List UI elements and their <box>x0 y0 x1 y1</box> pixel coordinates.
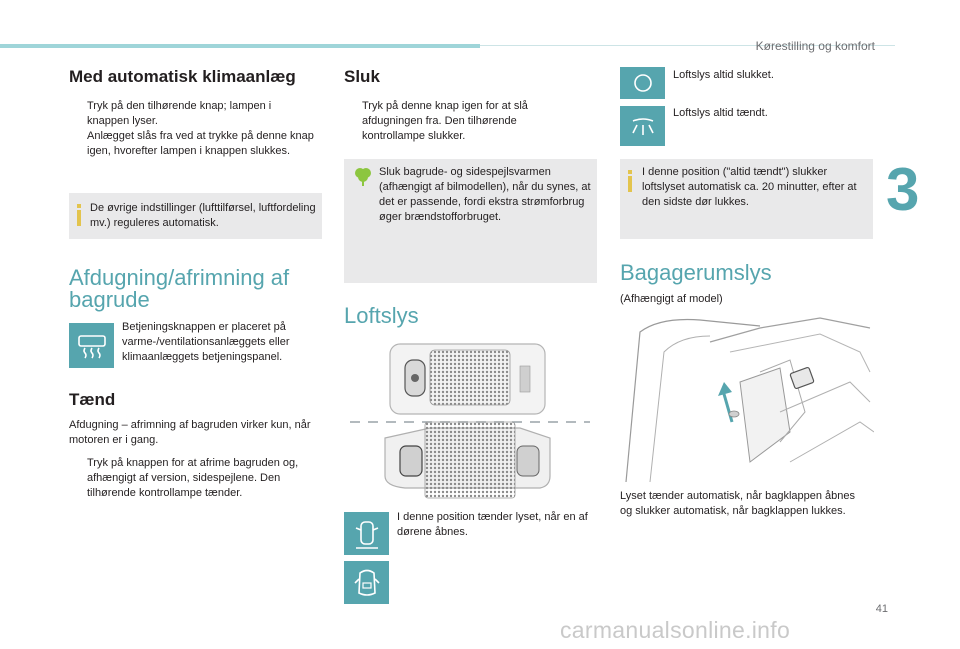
header-rule <box>480 45 895 46</box>
eco-info-box: Sluk bagrude- og sidespejlsvarmen (afhæn… <box>344 159 597 283</box>
info-icon <box>77 204 81 226</box>
list-item: Tryk på denne knap igen for at slå afdug… <box>362 100 528 142</box>
heading-ceiling-light: Loftslys <box>344 303 419 328</box>
heading-on: Tænd <box>69 390 116 409</box>
info-box: I denne position ("altid tændt") slukker… <box>620 159 873 239</box>
eco-leaf-icon <box>355 168 371 186</box>
info-box: De øvrige indstillinger (lufttilførsel, … <box>69 193 322 239</box>
light-on-icon <box>620 106 665 146</box>
light-off-text: Loftslys altid slukket. <box>673 69 774 81</box>
car-doors-icon <box>344 561 389 604</box>
boot-light-subtitle: (Afhængigt af model) <box>620 293 723 305</box>
chapter-number: 3 <box>886 156 920 223</box>
heading-automatic-climate: Med automatisk klimaanlæg <box>69 67 296 86</box>
list-item: Tryk på den tilhørende knap; lampen i kn… <box>87 100 272 127</box>
rear-defrost-icon <box>69 323 114 368</box>
eco-info-text: Sluk bagrude- og sidespejlsvarmen (afhæn… <box>379 166 591 223</box>
light-on-text: Loftslys altid tændt. <box>673 107 768 119</box>
watermark: carmanualsonline.info <box>560 617 791 643</box>
page-number: 41 <box>875 603 888 615</box>
info-icon <box>628 170 632 192</box>
list-item: Anlægget slås fra ved at trykke på denne… <box>87 130 314 157</box>
ceiling-light-illustration <box>350 343 590 499</box>
bullet-list: Tryk på denne knap igen for at slå afdug… <box>344 99 574 144</box>
bullet-list: Tryk på knappen for at afrime bagruden o… <box>69 456 321 501</box>
boot-light-text: Lyset tænder automatisk, når bagklappen … <box>620 490 856 517</box>
door-light-icon <box>344 512 389 555</box>
list-item: Tryk på knappen for at afrime bagruden o… <box>87 457 299 499</box>
door-light-text: I denne position tænder lyset, når en af… <box>397 511 588 538</box>
boot-light-illustration <box>620 312 874 484</box>
section-title: Kørestilling og komfort <box>755 39 875 53</box>
bullet-list: Tryk på den tilhørende knap; lampen i kn… <box>69 99 314 159</box>
header-accent-bar <box>0 44 480 48</box>
heading-boot-light: Bagagerumslys <box>620 260 772 285</box>
info-text: De øvrige indstillinger (lufttilførsel, … <box>90 202 316 229</box>
info-text: I denne position ("altid tændt") slukker… <box>642 166 857 208</box>
defrost-paragraph: Afdugning – afrimning af bagruden virker… <box>69 419 311 446</box>
light-off-icon <box>620 67 665 99</box>
rear-defrost-text: Betjeningsknappen er placeret på varme-/… <box>122 321 290 363</box>
heading-off: Sluk <box>344 67 380 86</box>
